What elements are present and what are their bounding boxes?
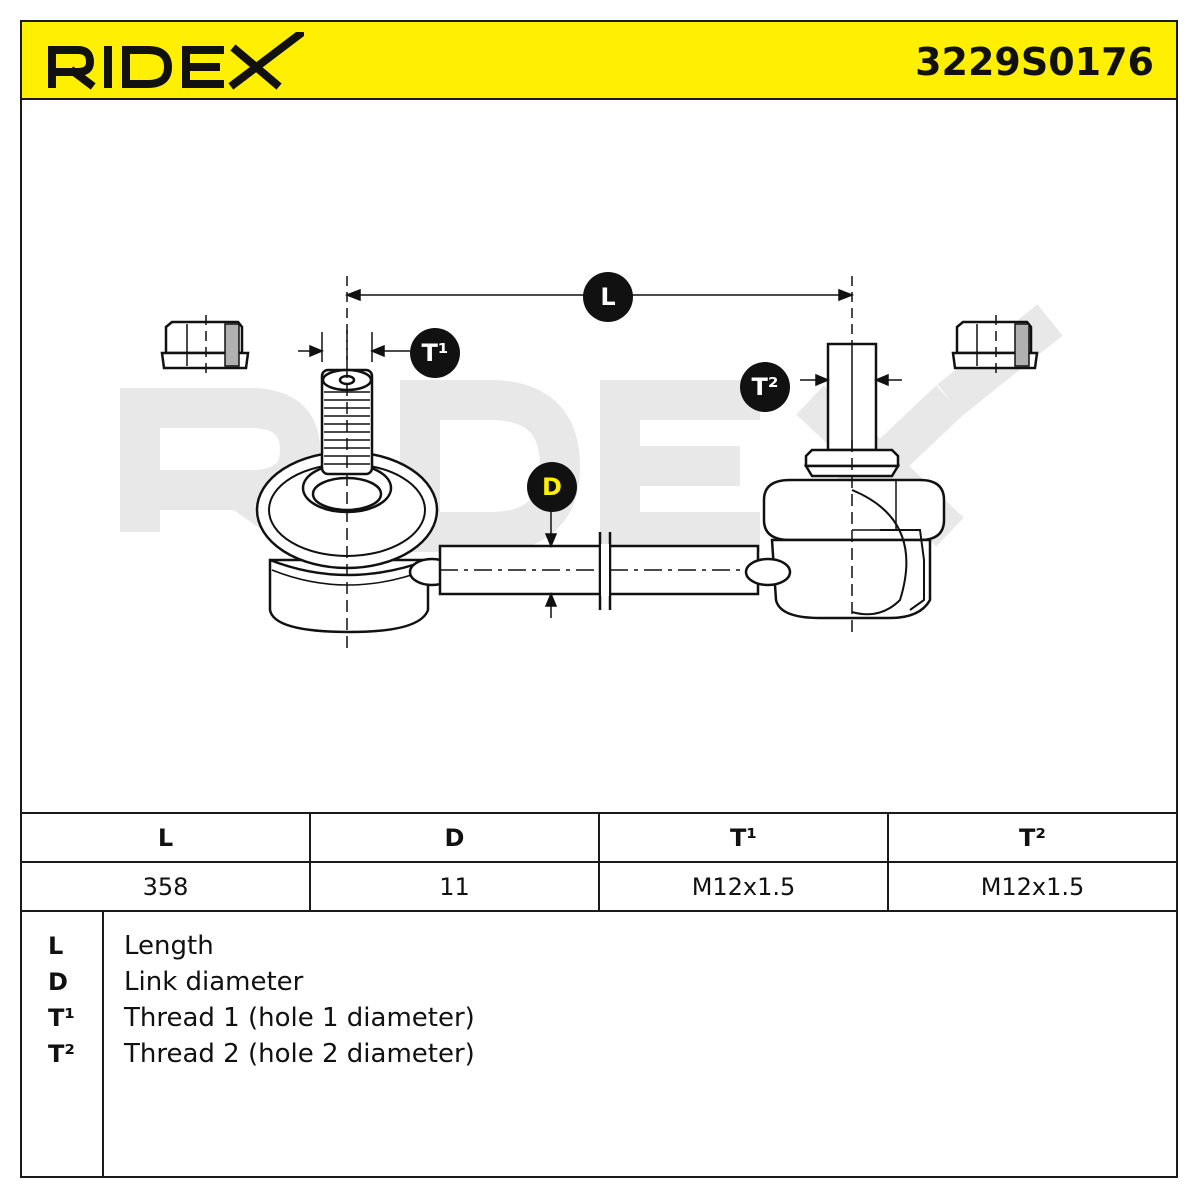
legend-row: L Length — [22, 928, 1176, 964]
technical-drawing: L T¹ T² D — [20, 100, 1178, 812]
spec-header-T2: T² — [887, 812, 1178, 863]
spec-header-L: L — [20, 812, 311, 863]
legend-divider — [102, 910, 104, 1176]
stabilizer-link-drawing — [120, 276, 1063, 648]
label-L: L — [583, 272, 633, 322]
label-T2: T² — [740, 362, 790, 412]
legend-key: D — [48, 968, 68, 996]
spec-header-T1: T¹ — [598, 812, 889, 863]
header-bar: 3229S0176 — [20, 20, 1178, 100]
part-number: 3229S0176 — [915, 40, 1154, 84]
legend-text: Length — [124, 931, 214, 961]
legend: L Length D Link diameter T¹ Thread 1 (ho… — [20, 910, 1178, 1178]
spec-table: L D T¹ T² 358 11 M12x1.5 M12x1.5 — [20, 812, 1178, 912]
spec-value-D: 11 — [309, 861, 600, 912]
legend-key: L — [48, 932, 64, 960]
dimension-D — [544, 510, 558, 618]
spec-value-row: 358 11 M12x1.5 M12x1.5 — [20, 861, 1178, 912]
spec-value-T1: M12x1.5 — [598, 861, 889, 912]
ridex-logo — [48, 32, 304, 90]
spec-header-row: L D T¹ T² — [20, 812, 1178, 863]
legend-row: T² Thread 2 (hole 2 diameter) — [22, 1036, 1176, 1072]
legend-text: Thread 1 (hole 1 diameter) — [124, 1003, 475, 1033]
legend-text: Link diameter — [124, 967, 304, 997]
right-ball-joint — [744, 342, 946, 638]
dimension-T2 — [800, 373, 902, 387]
link-rod — [438, 532, 760, 610]
legend-text: Thread 2 (hole 2 diameter) — [124, 1039, 475, 1069]
right-nut — [951, 315, 1039, 378]
left-ball-joint — [255, 330, 456, 648]
legend-key: T¹ — [48, 1004, 75, 1032]
spec-header-D: D — [309, 812, 600, 863]
label-D: D — [527, 462, 577, 512]
legend-key: T² — [48, 1040, 75, 1068]
spec-value-T2: M12x1.5 — [887, 861, 1178, 912]
legend-row: T¹ Thread 1 (hole 1 diameter) — [22, 1000, 1176, 1036]
label-T1: T¹ — [410, 328, 460, 378]
spec-value-L: 358 — [20, 861, 311, 912]
dimension-T1 — [298, 332, 410, 362]
left-nut — [160, 315, 250, 378]
legend-row: D Link diameter — [22, 964, 1176, 1000]
